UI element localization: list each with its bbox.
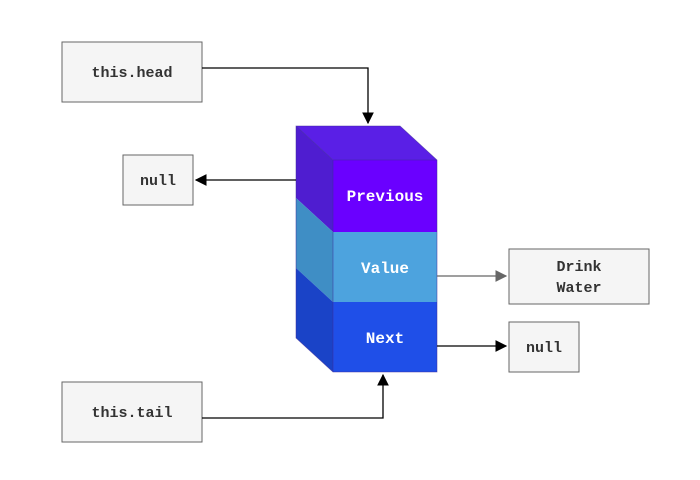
head-label: this.head: [91, 65, 172, 82]
previous-null-box: null: [122, 154, 194, 206]
head-pointer-box: this.head: [61, 41, 203, 103]
value-side-face: [296, 198, 333, 302]
next-front-face: [333, 302, 437, 372]
previous-label: Previous: [347, 188, 424, 206]
previous-side-face: [296, 126, 333, 232]
next-null-box: null: [508, 321, 580, 373]
next-null-label: null: [526, 340, 562, 357]
tail-to-node-arrow: [202, 373, 389, 419]
previous-front-face: [333, 160, 437, 232]
tail-label: this.tail: [91, 405, 172, 422]
previous-null-label: null: [140, 173, 176, 190]
value-data-box: Drink Water: [508, 248, 650, 305]
head-to-node-arrow: [202, 67, 374, 125]
value-data-line1: Drink: [556, 259, 601, 276]
next-label: Next: [366, 330, 404, 348]
value-front-face: [333, 232, 437, 302]
list-node: Previous Value Next: [295, 125, 438, 373]
tail-pointer-box: this.tail: [61, 381, 203, 443]
previous-top-face: [296, 126, 437, 160]
value-label: Value: [361, 260, 409, 278]
value-data-line2: Water: [556, 280, 601, 297]
